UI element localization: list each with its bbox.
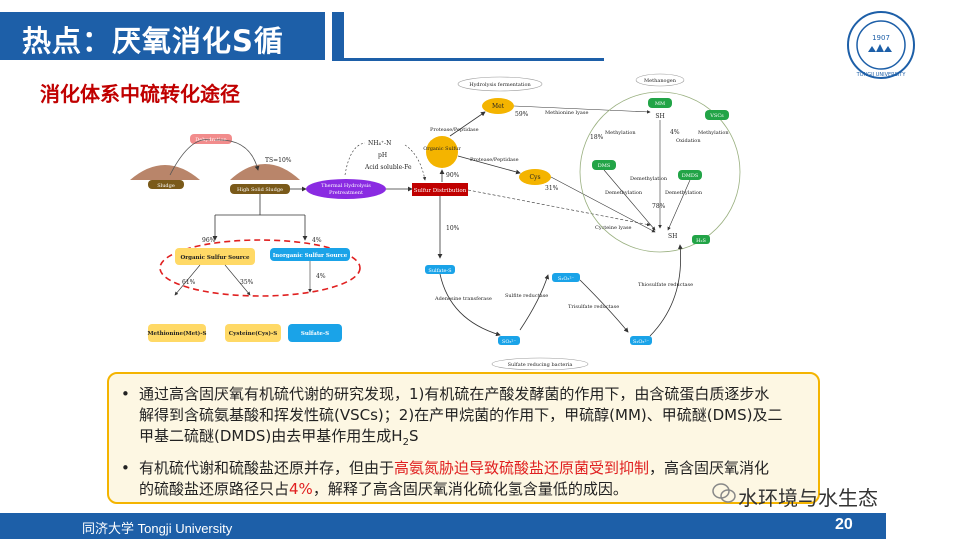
svg-text:Hydrolysis fermentation: Hydrolysis fermentation bbox=[469, 82, 531, 88]
svg-text:4%: 4% bbox=[312, 237, 322, 244]
svg-text:Organic Sulfur: Organic Sulfur bbox=[423, 146, 461, 152]
svg-text:90%: 90% bbox=[446, 172, 460, 179]
watermark-text: 水环境与水生态 bbox=[738, 486, 878, 510]
svg-text:96%: 96% bbox=[202, 237, 216, 244]
svg-text:DMDS: DMDS bbox=[682, 173, 699, 179]
footer-bar bbox=[0, 513, 886, 539]
highlight-text: 高氨氮胁迫导致硫酸盐还原菌受到抑制 bbox=[394, 459, 650, 477]
svg-text:Adenosine transferase: Adenosine transferase bbox=[434, 296, 492, 302]
svg-text:SH: SH bbox=[655, 113, 664, 120]
svg-text:SH: SH bbox=[668, 233, 677, 240]
svg-text:Methylation: Methylation bbox=[605, 130, 636, 136]
page-number: 20 bbox=[835, 516, 853, 533]
svg-text:4%: 4% bbox=[316, 273, 326, 280]
page-title: 热点：厌氧消化S循 bbox=[22, 24, 284, 58]
title-accent-bar bbox=[332, 12, 344, 60]
svg-text:H₂S: H₂S bbox=[696, 238, 706, 244]
svg-text:DMS: DMS bbox=[598, 163, 611, 169]
svg-text:78%: 78% bbox=[652, 203, 666, 210]
highlight-percent: 4% bbox=[289, 480, 313, 498]
svg-text:Cysteine lyase: Cysteine lyase bbox=[595, 225, 632, 231]
svg-text:4%: 4% bbox=[670, 129, 680, 136]
svg-text:Met: Met bbox=[492, 103, 505, 110]
svg-text:Cysteine(Cys)-S: Cysteine(Cys)-S bbox=[229, 330, 277, 337]
sulfur-pathway-diagram: Sludge High Solid Sludge Dehydration TS=… bbox=[130, 73, 741, 370]
svg-text:31%: 31% bbox=[545, 185, 559, 192]
section-subtitle: 消化体系中硫转化途径 bbox=[40, 82, 240, 106]
svg-text:18%: 18% bbox=[590, 134, 604, 141]
svg-text:VSCs: VSCs bbox=[709, 113, 724, 119]
svg-text:Sulfur Distribution: Sulfur Distribution bbox=[414, 188, 467, 194]
footer-university: 同济大学 Tongji University bbox=[82, 521, 233, 536]
svg-text:Methionine(Met)-S: Methionine(Met)-S bbox=[147, 330, 206, 337]
svg-text:Methylation: Methylation bbox=[698, 130, 729, 136]
svg-text:Pretreatment: Pretreatment bbox=[329, 190, 363, 196]
svg-text:35%: 35% bbox=[240, 279, 254, 286]
svg-text:Sulfate-S: Sulfate-S bbox=[301, 331, 329, 337]
svg-text:Methionine lyase: Methionine lyase bbox=[545, 110, 588, 116]
svg-text:Protease/Peptidase: Protease/Peptidase bbox=[470, 157, 519, 163]
svg-text:10%: 10% bbox=[446, 225, 460, 232]
svg-text:Thermal Hydrolysis: Thermal Hydrolysis bbox=[321, 183, 371, 189]
svg-text:61%: 61% bbox=[182, 279, 196, 286]
svg-text:S₂O₃²⁻: S₂O₃²⁻ bbox=[633, 339, 650, 345]
svg-text:TS=10%: TS=10% bbox=[265, 157, 292, 164]
svg-text:SO₃²⁻: SO₃²⁻ bbox=[502, 339, 517, 345]
svg-text:Organic Sulfur Source: Organic Sulfur Source bbox=[180, 255, 250, 261]
svg-text:59%: 59% bbox=[515, 111, 529, 118]
svg-text:1907: 1907 bbox=[872, 34, 890, 42]
svg-text:Trisulfate reductase: Trisulfate reductase bbox=[568, 304, 619, 310]
title-underline bbox=[332, 58, 604, 61]
svg-text:Oxidation: Oxidation bbox=[676, 138, 701, 144]
summary-box: • 通过高含固厌氧有机硫代谢的研究发现，1)有机硫在产酸发酵菌的作用下，由含硫蛋… bbox=[107, 372, 820, 504]
tongji-logo-icon: 1907 TONGJI UNIVERSITY bbox=[847, 11, 915, 79]
svg-text:Demethylation: Demethylation bbox=[605, 190, 643, 196]
title-banner bbox=[0, 12, 325, 60]
svg-text:Demethylation: Demethylation bbox=[630, 176, 668, 182]
svg-text:S₂O₃²⁻: S₂O₃²⁻ bbox=[558, 276, 575, 282]
svg-text:Protease/Peptidase: Protease/Peptidase bbox=[430, 127, 479, 133]
svg-text:Dehydration: Dehydration bbox=[195, 137, 227, 143]
svg-text:pH: pH bbox=[378, 152, 387, 159]
sludge-pile-icon bbox=[130, 165, 200, 180]
svg-text:MM: MM bbox=[655, 101, 665, 107]
svg-text:Sulfate reducing bacteria: Sulfate reducing bacteria bbox=[508, 362, 573, 368]
svg-text:Inorganic Sulfur Source: Inorganic Sulfur Source bbox=[273, 253, 348, 259]
svg-text:Sulfite reductase: Sulfite reductase bbox=[505, 293, 548, 299]
svg-text:Acid soluble-Fe: Acid soluble-Fe bbox=[364, 164, 412, 171]
svg-text:Methanogen: Methanogen bbox=[644, 78, 677, 84]
svg-text:Sulfate-S: Sulfate-S bbox=[428, 268, 452, 274]
wechat-icon bbox=[712, 483, 736, 503]
high-solid-pile-icon bbox=[230, 164, 300, 180]
svg-text:High Solid Sludge: High Solid Sludge bbox=[237, 187, 283, 193]
svg-text:TONGJI UNIVERSITY: TONGJI UNIVERSITY bbox=[856, 72, 907, 78]
svg-text:Thiosulfate reductase: Thiosulfate reductase bbox=[638, 282, 693, 288]
svg-text:NH₄⁺-N: NH₄⁺-N bbox=[368, 140, 391, 147]
svg-text:Cys: Cys bbox=[529, 174, 540, 181]
svg-text:Sludge: Sludge bbox=[157, 183, 175, 189]
